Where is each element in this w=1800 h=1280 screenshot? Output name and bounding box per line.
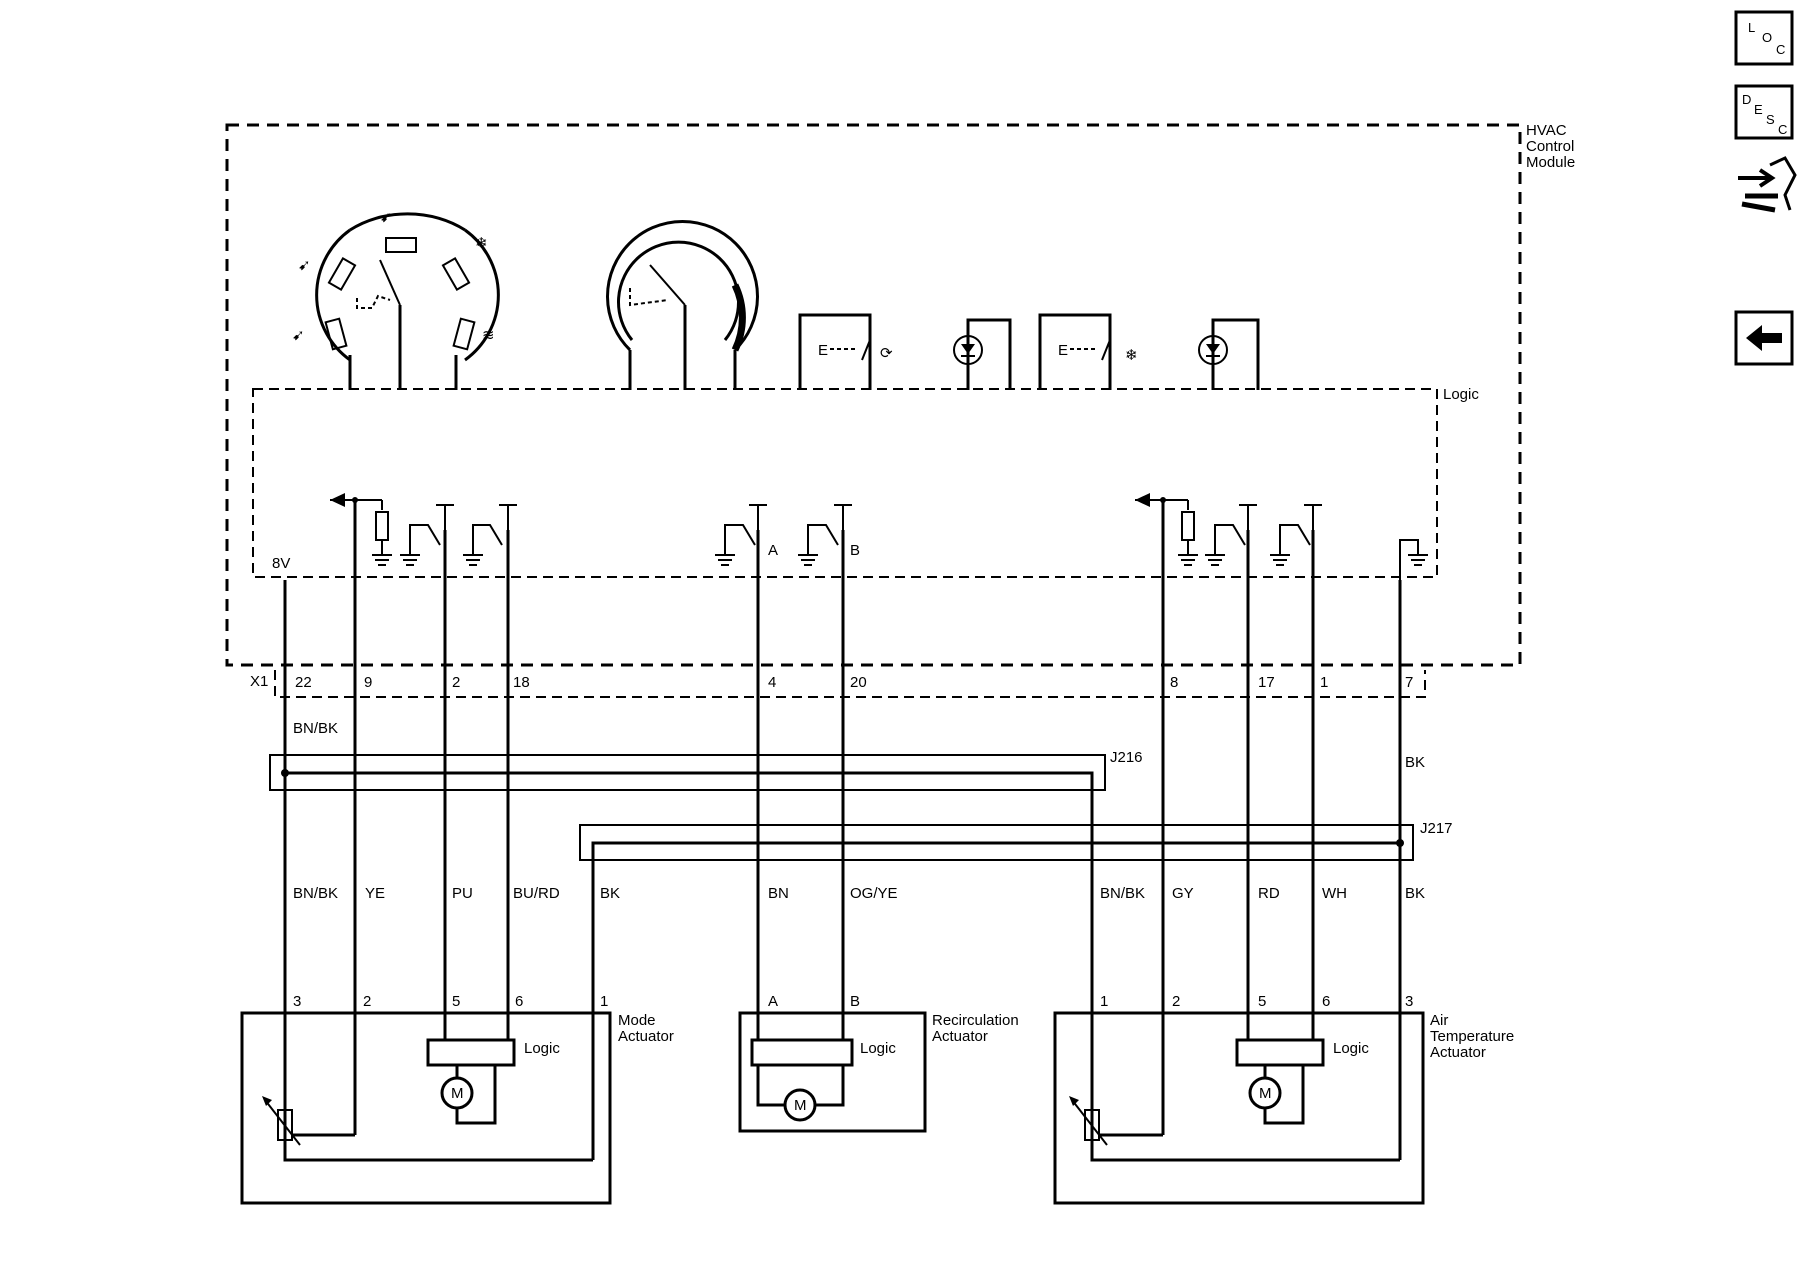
wire-label-pu: PU <box>452 885 473 902</box>
splice-j217-label: J217 <box>1420 820 1453 837</box>
loc-letter-c: C <box>1776 42 1785 57</box>
mode-pin-2: 2 <box>363 993 371 1010</box>
recirc-pin-b: B <box>850 993 860 1010</box>
recirculation-icon: ⟳ <box>880 345 893 362</box>
wire-label-bnbk-upper: BN/BK <box>293 720 338 737</box>
back-arrow-icon <box>1746 325 1782 351</box>
splice-j216-label: J216 <box>1110 749 1143 766</box>
logic-internal-right <box>1135 493 1428 580</box>
x1-pin-20: 20 <box>850 674 867 691</box>
airtemp-pin-6: 6 <box>1322 993 1330 1010</box>
mode-actuator-name-2: Actuator <box>618 1028 674 1045</box>
vent-icon-3: ➹ <box>380 209 393 226</box>
module-name-3: Module <box>1526 154 1575 171</box>
wire-label-ye: YE <box>365 885 385 902</box>
mode-actuator-name-1: Mode <box>618 1012 656 1029</box>
mode-pin-5: 5 <box>452 993 460 1010</box>
mode-pin-3: 3 <box>293 993 301 1010</box>
wire-label-burd: BU/RD <box>513 885 560 902</box>
vent-icon-2: ➹ <box>292 327 305 344</box>
loc-letter-l: L <box>1748 20 1755 35</box>
airtemp-pin-2: 2 <box>1172 993 1180 1010</box>
wire-label-rd: RD <box>1258 885 1280 902</box>
logic-block: Logic <box>252 386 1479 578</box>
vent-icon-1: ➹ <box>298 257 311 274</box>
connector-wrench-icon <box>1738 156 1797 213</box>
desc-letter-d: D <box>1742 92 1751 107</box>
x1-pin-7: 7 <box>1405 674 1413 691</box>
desc-letter-c: C <box>1778 122 1787 137</box>
module-name-1: HVAC <box>1526 122 1567 139</box>
recirc-actuator-name-2: Actuator <box>932 1028 988 1045</box>
x1-pin-4: 4 <box>768 674 776 691</box>
wire-label-wh: WH <box>1322 885 1347 902</box>
mode-pin-1: 1 <box>600 993 608 1010</box>
switch-b-label: B <box>850 542 860 559</box>
recirculation-actuator: Recirculation Actuator A B Logic M <box>738 993 1019 1133</box>
switch-e-icon-2: E <box>1058 342 1068 359</box>
mode-motor-label: M <box>451 1085 464 1102</box>
loc-letter-o: O <box>1762 30 1772 45</box>
hvac-control-module: HVAC Control Module <box>225 122 1575 667</box>
temperature-dial <box>606 219 759 390</box>
mode-pin-6: 6 <box>515 993 523 1010</box>
module-name-2: Control <box>1526 138 1574 155</box>
desc-letter-e: E <box>1754 102 1763 117</box>
airtemp-motor-label: M <box>1259 1085 1272 1102</box>
airtemp-actuator-name-3: Actuator <box>1430 1044 1486 1061</box>
diagnostic-tool-button[interactable] <box>1738 156 1797 213</box>
wire-label-bk: BK <box>600 885 620 902</box>
wire-label-gy: GY <box>1172 885 1194 902</box>
connector-x1-label: X1 <box>250 673 268 690</box>
mode-dial: ➹ ➹ ➹ ❄ ≋ <box>292 209 500 390</box>
defrost-icon: ≋ <box>482 327 495 344</box>
x1-pin-17: 17 <box>1258 674 1275 691</box>
description-button[interactable]: D E S C <box>1734 84 1794 140</box>
back-button[interactable] <box>1734 310 1794 366</box>
wire-label-bnbk-2: BN/BK <box>1100 885 1145 902</box>
airtemp-actuator-name-2: Temperature <box>1430 1028 1514 1045</box>
airtemp-pin-3: 3 <box>1405 993 1413 1010</box>
airtemp-pin-5: 5 <box>1258 993 1266 1010</box>
splice-j216: J216 <box>269 749 1143 791</box>
mode-logic-label: Logic <box>524 1040 560 1057</box>
x1-pin-22: 22 <box>295 674 312 691</box>
recirc-motor-label: M <box>794 1097 807 1114</box>
recirc-pin-a: A <box>768 993 778 1010</box>
logic-internal-left: 8V <box>272 493 517 572</box>
snowflake-icon: ❄ <box>1125 347 1138 364</box>
airtemp-logic-label: Logic <box>1333 1040 1369 1057</box>
switch-a-label: A <box>768 542 778 559</box>
wire-label-bn: BN <box>768 885 789 902</box>
logic-label: Logic <box>1443 386 1479 403</box>
recirculation-switch: E ⟳ <box>798 313 1012 390</box>
ac-switch: E ❄ <box>1038 313 1260 390</box>
voltage-label: 8V <box>272 555 290 572</box>
x1-pin-18: 18 <box>513 674 530 691</box>
mode-actuator: Mode Actuator 3 2 5 6 1 Logic M <box>240 993 674 1205</box>
x1-pin-9: 9 <box>364 674 372 691</box>
switch-e-icon: E <box>818 342 828 359</box>
wire-label-bk-2: BK <box>1405 885 1425 902</box>
desc-letter-s: S <box>1766 112 1775 127</box>
x1-pin-2: 2 <box>452 674 460 691</box>
airtemp-actuator-name-1: Air <box>1430 1012 1448 1029</box>
recirc-actuator-name-1: Recirculation <box>932 1012 1019 1029</box>
wire-label-bnbk: BN/BK <box>293 885 338 902</box>
wire-label-ogye: OG/YE <box>850 885 898 902</box>
logic-internal-middle: A B <box>715 504 860 566</box>
splice-j217: J217 <box>579 820 1453 861</box>
location-button[interactable]: L O C <box>1734 10 1794 66</box>
wire-labels: BN/BK BK BN/BK YE PU BU/RD BK BN OG/YE B… <box>293 720 1425 902</box>
connector-x1: X1 22 9 2 18 4 20 8 17 1 7 <box>250 670 1426 698</box>
x1-pin-1: 1 <box>1320 674 1328 691</box>
recirc-logic-label: Logic <box>860 1040 896 1057</box>
wires <box>283 500 1402 1160</box>
defrost-vent-icon: ❄ <box>475 235 488 252</box>
wire-label-bk-upper: BK <box>1405 754 1425 771</box>
airtemp-pin-1: 1 <box>1100 993 1108 1010</box>
air-temperature-actuator: Air Temperature Actuator 1 2 5 6 3 Logic… <box>1053 993 1514 1205</box>
x1-pin-8: 8 <box>1170 674 1178 691</box>
